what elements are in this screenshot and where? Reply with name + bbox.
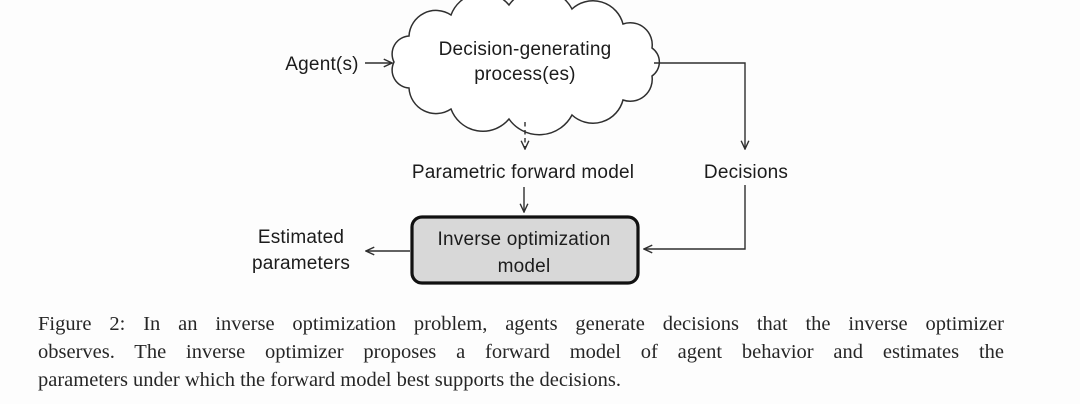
caption-line: Figure 2: In an inverse optimization pro… — [38, 313, 1004, 335]
estimated-parameters-label-line2: parameters — [252, 253, 350, 274]
parametric-forward-model-label: Parametric forward model — [412, 162, 634, 183]
decisions-to-box-arrow — [644, 185, 746, 249]
agent-label: Agent(s) — [285, 54, 358, 75]
inverse-optimization-diagram: Agent(s) Decision-generating process(es)… — [252, 0, 788, 285]
estimated-parameters-label-line1: Estimated — [258, 227, 344, 248]
box-label-line1: Inverse optimization — [438, 229, 611, 250]
decision-process-cloud — [391, 0, 661, 136]
box-label-line2: model — [498, 256, 551, 277]
caption-line: parameters under which the forward model… — [38, 369, 621, 391]
figure-caption: Figure 2: In an inverse optimization pro… — [38, 310, 1004, 394]
decisions-label: Decisions — [704, 162, 788, 183]
inverse-optimization-model-box — [410, 215, 640, 285]
caption-line: observes. The inverse optimizer proposes… — [38, 341, 1004, 363]
cloud-to-decisions-arrow — [654, 62, 745, 149]
cloud-label-line1: Decision-generating — [439, 39, 612, 60]
cloud-label-line2: process(es) — [474, 64, 575, 85]
